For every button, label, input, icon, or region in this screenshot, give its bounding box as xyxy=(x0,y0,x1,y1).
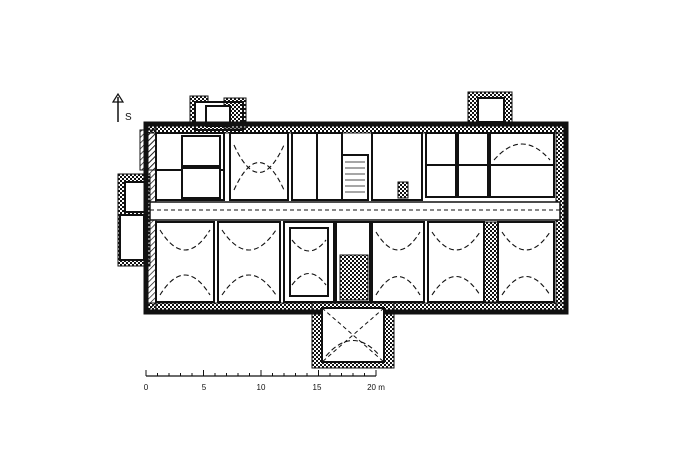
room-s1 xyxy=(155,221,215,303)
south-porch xyxy=(311,301,395,369)
scale-tick-label: 0 xyxy=(144,383,149,392)
scale-tick-label: 20 m xyxy=(367,383,385,392)
room-n11 xyxy=(489,164,555,198)
north-arrow-label: S xyxy=(125,112,132,123)
room-s2 xyxy=(217,221,281,303)
top-projection-right xyxy=(467,91,513,125)
room-n9 xyxy=(457,164,489,198)
north-arrow-head-icon xyxy=(111,92,125,103)
room-n8 xyxy=(457,132,489,166)
north-arrow: S xyxy=(111,92,132,123)
scale-tick-label: 10 xyxy=(257,383,266,392)
room-n3 xyxy=(229,132,289,201)
room-s4 xyxy=(371,221,425,303)
scale-tick-label: 5 xyxy=(202,383,207,392)
room-n5 xyxy=(371,132,423,201)
north-wall-masonry xyxy=(145,123,567,134)
room-s6 xyxy=(497,221,555,303)
south-rooms xyxy=(155,221,555,303)
porch-room xyxy=(321,307,385,363)
scale-bar: 0 5 10 15 20 m xyxy=(144,370,385,392)
room-n10 xyxy=(489,132,555,166)
corridor xyxy=(149,201,561,221)
room-s3 xyxy=(283,221,335,303)
scale-tick-label: 15 xyxy=(313,383,322,392)
room-s5 xyxy=(427,221,485,303)
room-n6 xyxy=(425,132,457,166)
north-rooms xyxy=(155,132,555,201)
stair-n xyxy=(341,154,369,201)
top-projection-left xyxy=(189,95,247,131)
room-n7 xyxy=(425,164,457,198)
